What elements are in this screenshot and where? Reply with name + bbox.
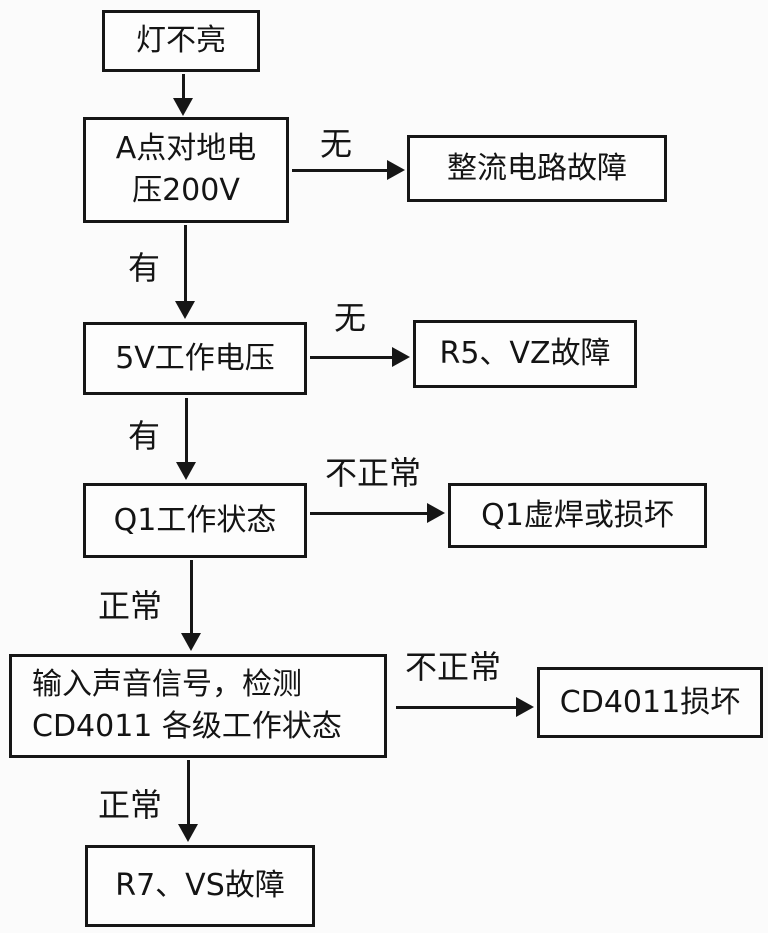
edge-label-abnormal-2: 不正常	[405, 648, 502, 686]
flow-node-5v-check-text: 5V工作电压	[115, 340, 275, 376]
flow-node-r5-vz-fault: R5、VZ故障	[413, 320, 637, 388]
edge-label-present-1: 有	[128, 249, 161, 287]
flow-node-cd4011-fault: CD4011损坏	[537, 667, 763, 738]
flow-node-cd4011-fault-text: CD4011损坏	[559, 684, 741, 720]
flow-node-5v-check: 5V工作电压	[83, 322, 307, 395]
flow-node-r5-vz-fault-text: R5、VZ故障	[439, 336, 611, 371]
arrow-start-to-a-voltage	[173, 74, 193, 116]
arrow-q1-to-q1-fault	[310, 503, 445, 523]
flow-node-start: 灯不亮	[102, 10, 260, 72]
flow-node-r7-vs-fault: R7、VS故障	[85, 845, 315, 927]
arrow-a-voltage-to-5v	[175, 225, 195, 319]
flow-node-rectifier-fault-text: 整流电路故障	[447, 150, 627, 186]
flow-node-q1-check-text: Q1工作状态	[113, 502, 277, 538]
flow-node-cd4011-check-line1: 输入声音信号，检测	[32, 667, 302, 702]
flow-node-start-text: 灯不亮	[136, 23, 226, 58]
flow-node-r7-vs-fault-text: R7、VS故障	[115, 868, 285, 903]
arrow-cd4011-check-to-cd4011-fault	[396, 697, 534, 717]
flow-node-a-voltage-check: A点对地电 压200V	[83, 117, 289, 223]
edge-label-normal-2: 正常	[98, 786, 163, 824]
flow-node-rectifier-fault: 整流电路故障	[407, 135, 667, 202]
arrow-5v-to-r5vz-fault	[310, 347, 410, 367]
arrow-5v-to-q1	[176, 398, 196, 480]
edge-label-none-2: 无	[334, 299, 367, 337]
arrow-a-voltage-to-rectifier-fault	[292, 160, 405, 180]
edge-label-abnormal-1: 不正常	[325, 454, 422, 492]
arrow-q1-to-cd4011-check	[181, 560, 201, 651]
edge-label-present-2: 有	[128, 417, 161, 455]
edge-label-normal-1: 正常	[98, 587, 163, 625]
edge-label-none-1: 无	[320, 125, 353, 163]
flow-node-q1-check: Q1工作状态	[83, 483, 307, 558]
flow-node-a-voltage-line1: A点对地电	[115, 131, 257, 166]
flow-node-cd4011-check-line2: CD4011 各级工作状态	[32, 709, 342, 744]
arrow-cd4011-check-to-r7vs	[178, 760, 198, 842]
flow-node-q1-fault-text: Q1虚焊或损坏	[481, 497, 674, 533]
flow-node-cd4011-check: 输入声音信号，检测 CD4011 各级工作状态	[9, 654, 387, 758]
flow-node-q1-fault: Q1虚焊或损坏	[448, 483, 707, 548]
flow-node-a-voltage-line2: 压200V	[132, 173, 240, 208]
